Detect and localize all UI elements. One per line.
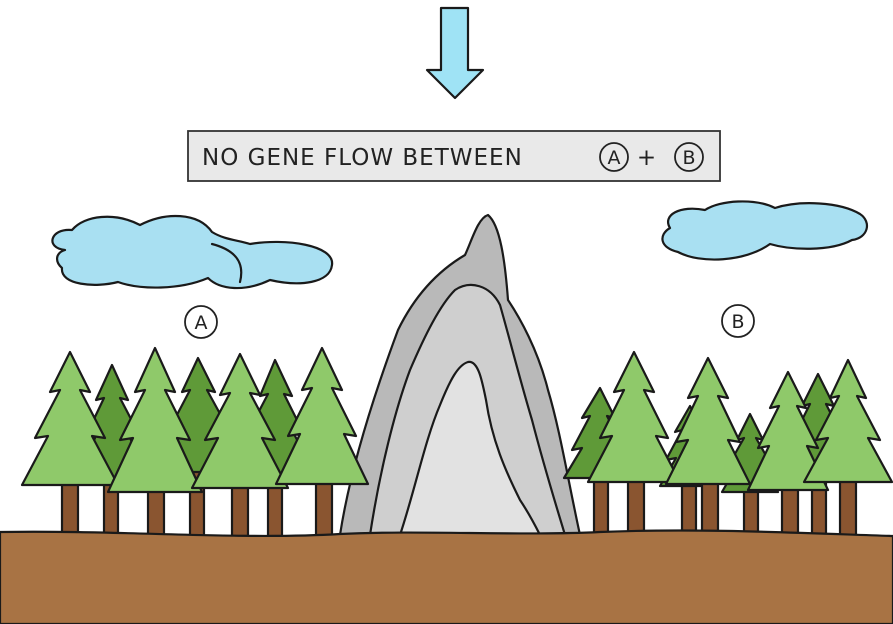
tree-icon: [802, 358, 893, 538]
population-a-label: A: [184, 305, 218, 339]
forest-population-b: [562, 350, 893, 538]
tree-icon: [746, 370, 830, 538]
cloud-icon: [661, 200, 869, 261]
banner-circle-b: [674, 142, 704, 172]
banner-text: NO GENE FLOW BETWEEN: [202, 145, 523, 171]
ground: [0, 529, 893, 624]
mountain-icon: [338, 213, 582, 537]
banner-plus: +: [637, 145, 657, 171]
tree-icon: [106, 346, 204, 538]
population-b-label: B: [721, 304, 755, 338]
tree-icon: [20, 350, 120, 538]
banner-circle-a: [599, 142, 629, 172]
banner-population-b: B: [682, 147, 695, 169]
down-arrow-icon: [425, 6, 485, 100]
population-a-letter: A: [195, 312, 208, 334]
population-b-letter: B: [731, 311, 744, 333]
tree-icon: [274, 346, 370, 538]
cloud-icon: [51, 214, 334, 290]
gene-flow-banner: NO GENE FLOW BETWEEN A + B: [187, 130, 721, 182]
tree-icon: [664, 356, 752, 538]
banner-population-a: A: [608, 147, 621, 169]
forest-population-a: [20, 346, 370, 538]
tree-icon: [586, 350, 682, 538]
